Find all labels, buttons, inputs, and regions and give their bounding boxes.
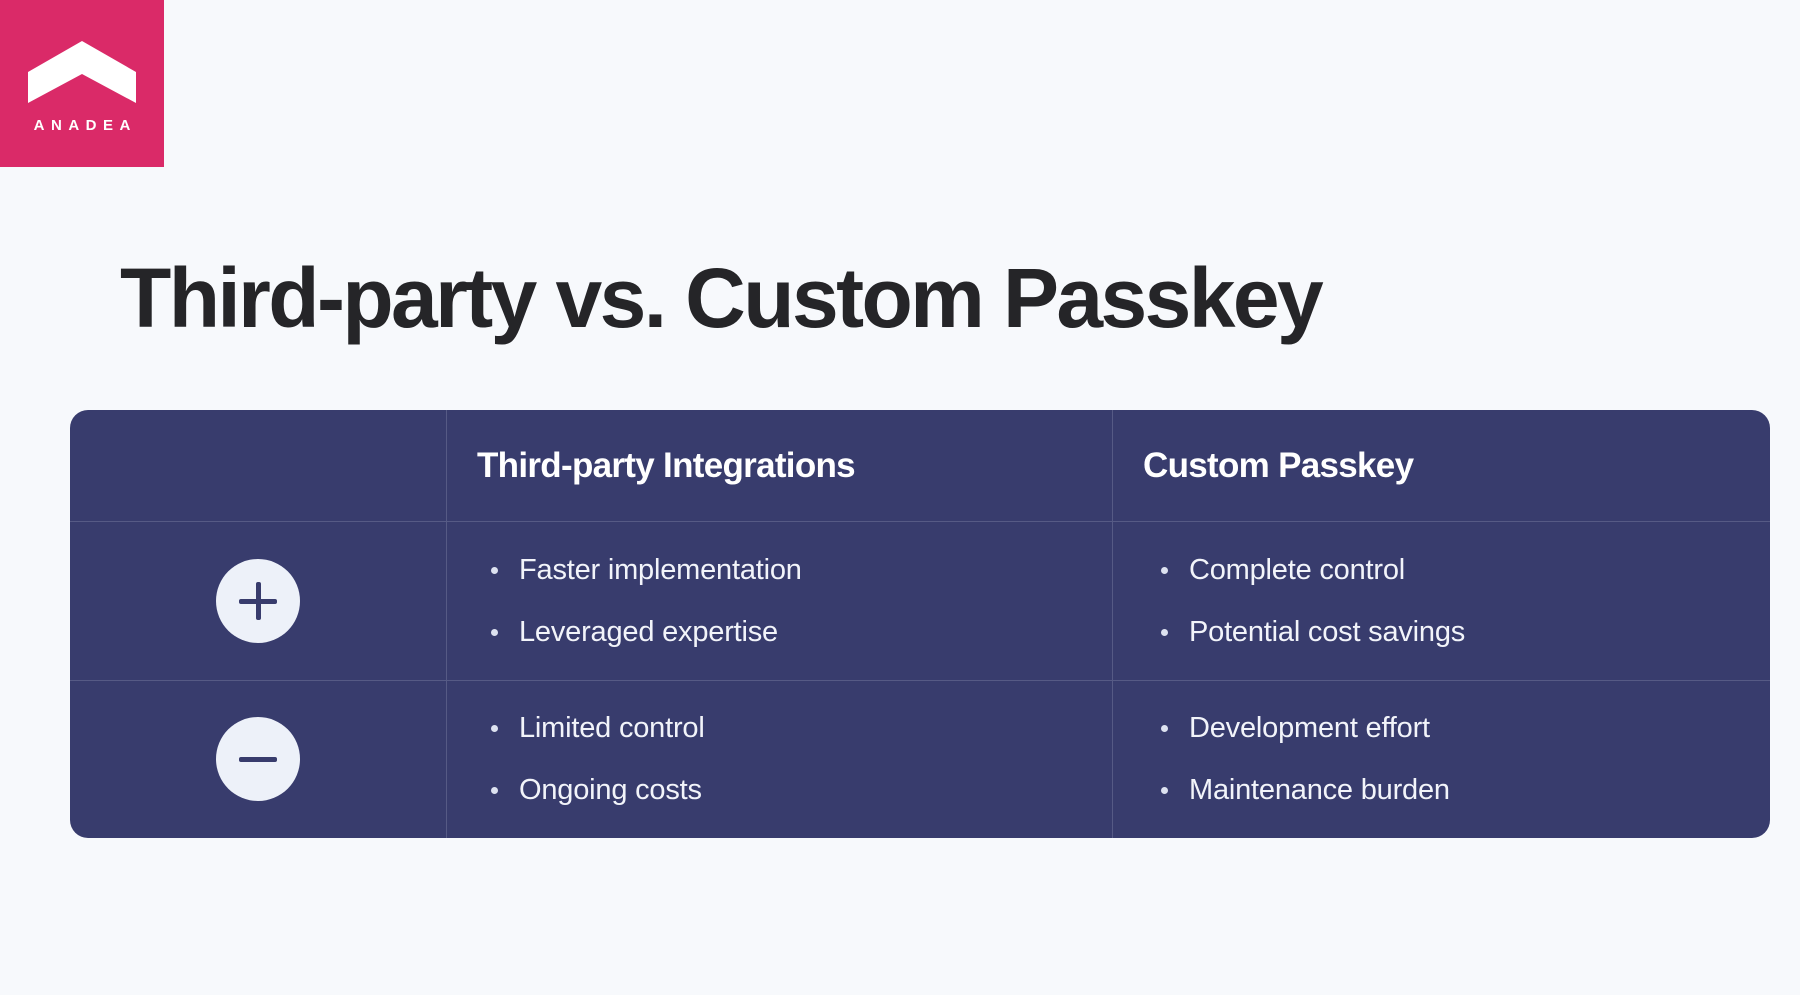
bullet-list-cons-custom-passkey: Development effort Maintenance burden xyxy=(1113,711,1770,808)
header-cell-custom-passkey: Custom Passkey xyxy=(1112,410,1770,522)
minus-horizontal-bar xyxy=(239,756,277,762)
table-row-pros: Faster implementation Leveraged expertis… xyxy=(70,521,1770,680)
plus-icon xyxy=(216,559,300,644)
header-label-third-party: Third-party Integrations xyxy=(477,445,856,485)
header-cell-sign xyxy=(70,410,446,521)
minus-icon xyxy=(216,717,300,802)
list-item: Leveraged expertise xyxy=(489,615,1112,650)
table-row-cons: Limited control Ongoing costs Developmen… xyxy=(70,679,1770,838)
cell-cons-custom-passkey: Development effort Maintenance burden xyxy=(1112,680,1770,838)
row-sign-cell-pros xyxy=(70,522,446,679)
table-header-row: Third-party Integrations Custom Passkey xyxy=(70,410,1770,522)
list-item: Complete control xyxy=(1159,553,1770,588)
list-item: Faster implementation xyxy=(489,553,1112,588)
header-label-custom-passkey: Custom Passkey xyxy=(1143,445,1414,485)
list-item: Ongoing costs xyxy=(489,773,1112,808)
plus-vertical-bar xyxy=(255,582,261,621)
cell-cons-third-party: Limited control Ongoing costs xyxy=(446,680,1112,838)
chevron-mark-icon xyxy=(28,40,136,103)
header-cell-third-party: Third-party Integrations xyxy=(446,410,1112,522)
cell-pros-custom-passkey: Complete control Potential cost savings xyxy=(1112,522,1770,680)
brand-logo: ANADEA xyxy=(0,0,164,167)
cell-pros-third-party: Faster implementation Leveraged expertis… xyxy=(446,522,1112,680)
list-item: Maintenance burden xyxy=(1159,773,1770,808)
list-item: Potential cost savings xyxy=(1159,615,1770,650)
list-item: Limited control xyxy=(489,711,1112,746)
bullet-list-pros-third-party: Faster implementation Leveraged expertis… xyxy=(447,553,1112,650)
page-title: Third-party vs. Custom Passkey xyxy=(120,251,1324,346)
row-sign-cell-cons xyxy=(70,681,446,838)
comparison-table: Third-party Integrations Custom Passkey … xyxy=(70,410,1770,838)
bullet-list-cons-third-party: Limited control Ongoing costs xyxy=(447,711,1112,808)
list-item: Development effort xyxy=(1159,711,1770,746)
brand-wordmark: ANADEA xyxy=(33,116,137,134)
bullet-list-pros-custom-passkey: Complete control Potential cost savings xyxy=(1113,553,1770,650)
